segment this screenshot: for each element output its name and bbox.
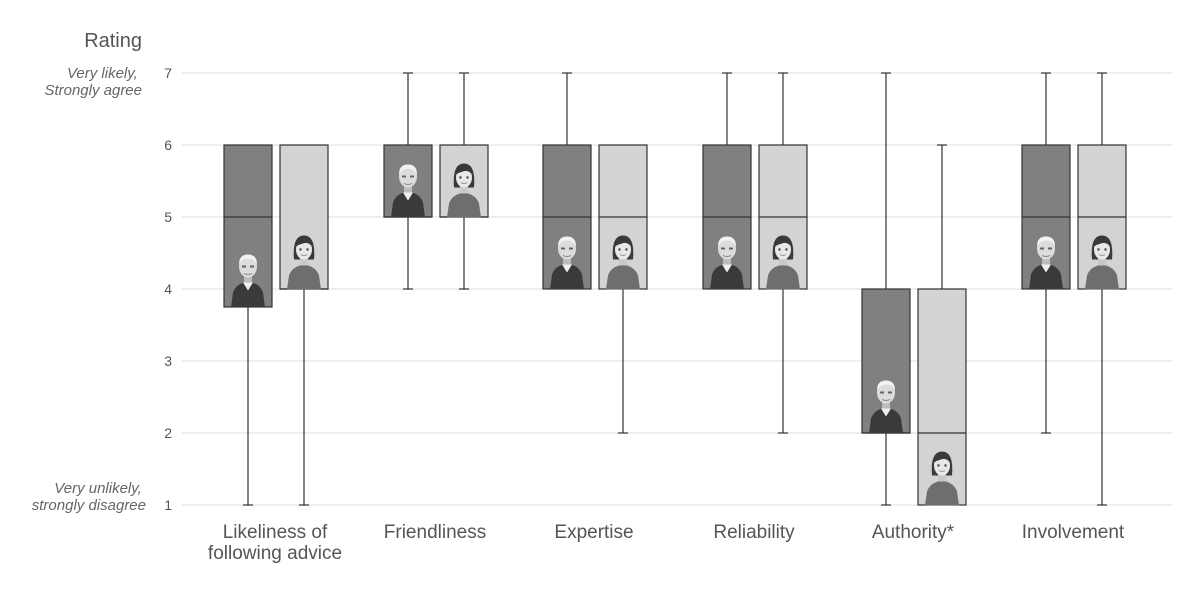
y-anchor-top-line-1: Very likely,: [67, 65, 138, 82]
y-anchor-bottom: Very unlikely, strongly disagree: [32, 480, 146, 514]
category-label-5: Involvement: [1022, 522, 1125, 543]
y-tick-labels: 1 2 3 4 5 6 7: [164, 65, 172, 513]
category-label-3-line-0: Reliability: [713, 522, 795, 543]
category-label-4: Authority*: [872, 522, 955, 543]
box-group-3: [702, 72, 808, 434]
y-tick-1: 1: [164, 497, 172, 513]
category-label-3: Reliability: [713, 522, 795, 543]
box-group-2: [542, 72, 648, 434]
category-label-2: Expertise: [554, 522, 633, 543]
y-anchor-top: Very likely, Strongly agree: [44, 65, 142, 99]
box-groups: [223, 72, 1127, 506]
y-tick-4: 4: [164, 281, 172, 297]
box-group-0: [223, 144, 329, 506]
y-tick-3: 3: [164, 353, 172, 369]
y-anchor-bottom-line-2: strongly disagree: [32, 497, 146, 514]
category-label-0-line-0: Likeliness of: [223, 522, 328, 543]
category-label-1-line-0: Friendliness: [384, 522, 486, 543]
y-anchor-top-line-2: Strongly agree: [44, 82, 142, 99]
y-axis-label: Rating: [84, 30, 142, 52]
box-group-4: [861, 72, 967, 506]
category-label-2-line-0: Expertise: [554, 522, 633, 543]
box-group-5: [1021, 72, 1127, 506]
y-tick-2: 2: [164, 425, 172, 441]
category-label-5-line-0: Involvement: [1022, 522, 1125, 543]
category-label-1: Friendliness: [384, 522, 486, 543]
y-tick-5: 5: [164, 209, 172, 225]
y-anchor-bottom-line-1: Very unlikely,: [54, 480, 142, 497]
category-label-0-line-1: following advice: [208, 543, 342, 564]
y-tick-7: 7: [164, 65, 172, 81]
grid-lines: [182, 72, 1172, 506]
y-tick-6: 6: [164, 137, 172, 153]
box-group-1: [383, 72, 489, 290]
category-label-4-line-0: Authority*: [872, 522, 955, 543]
